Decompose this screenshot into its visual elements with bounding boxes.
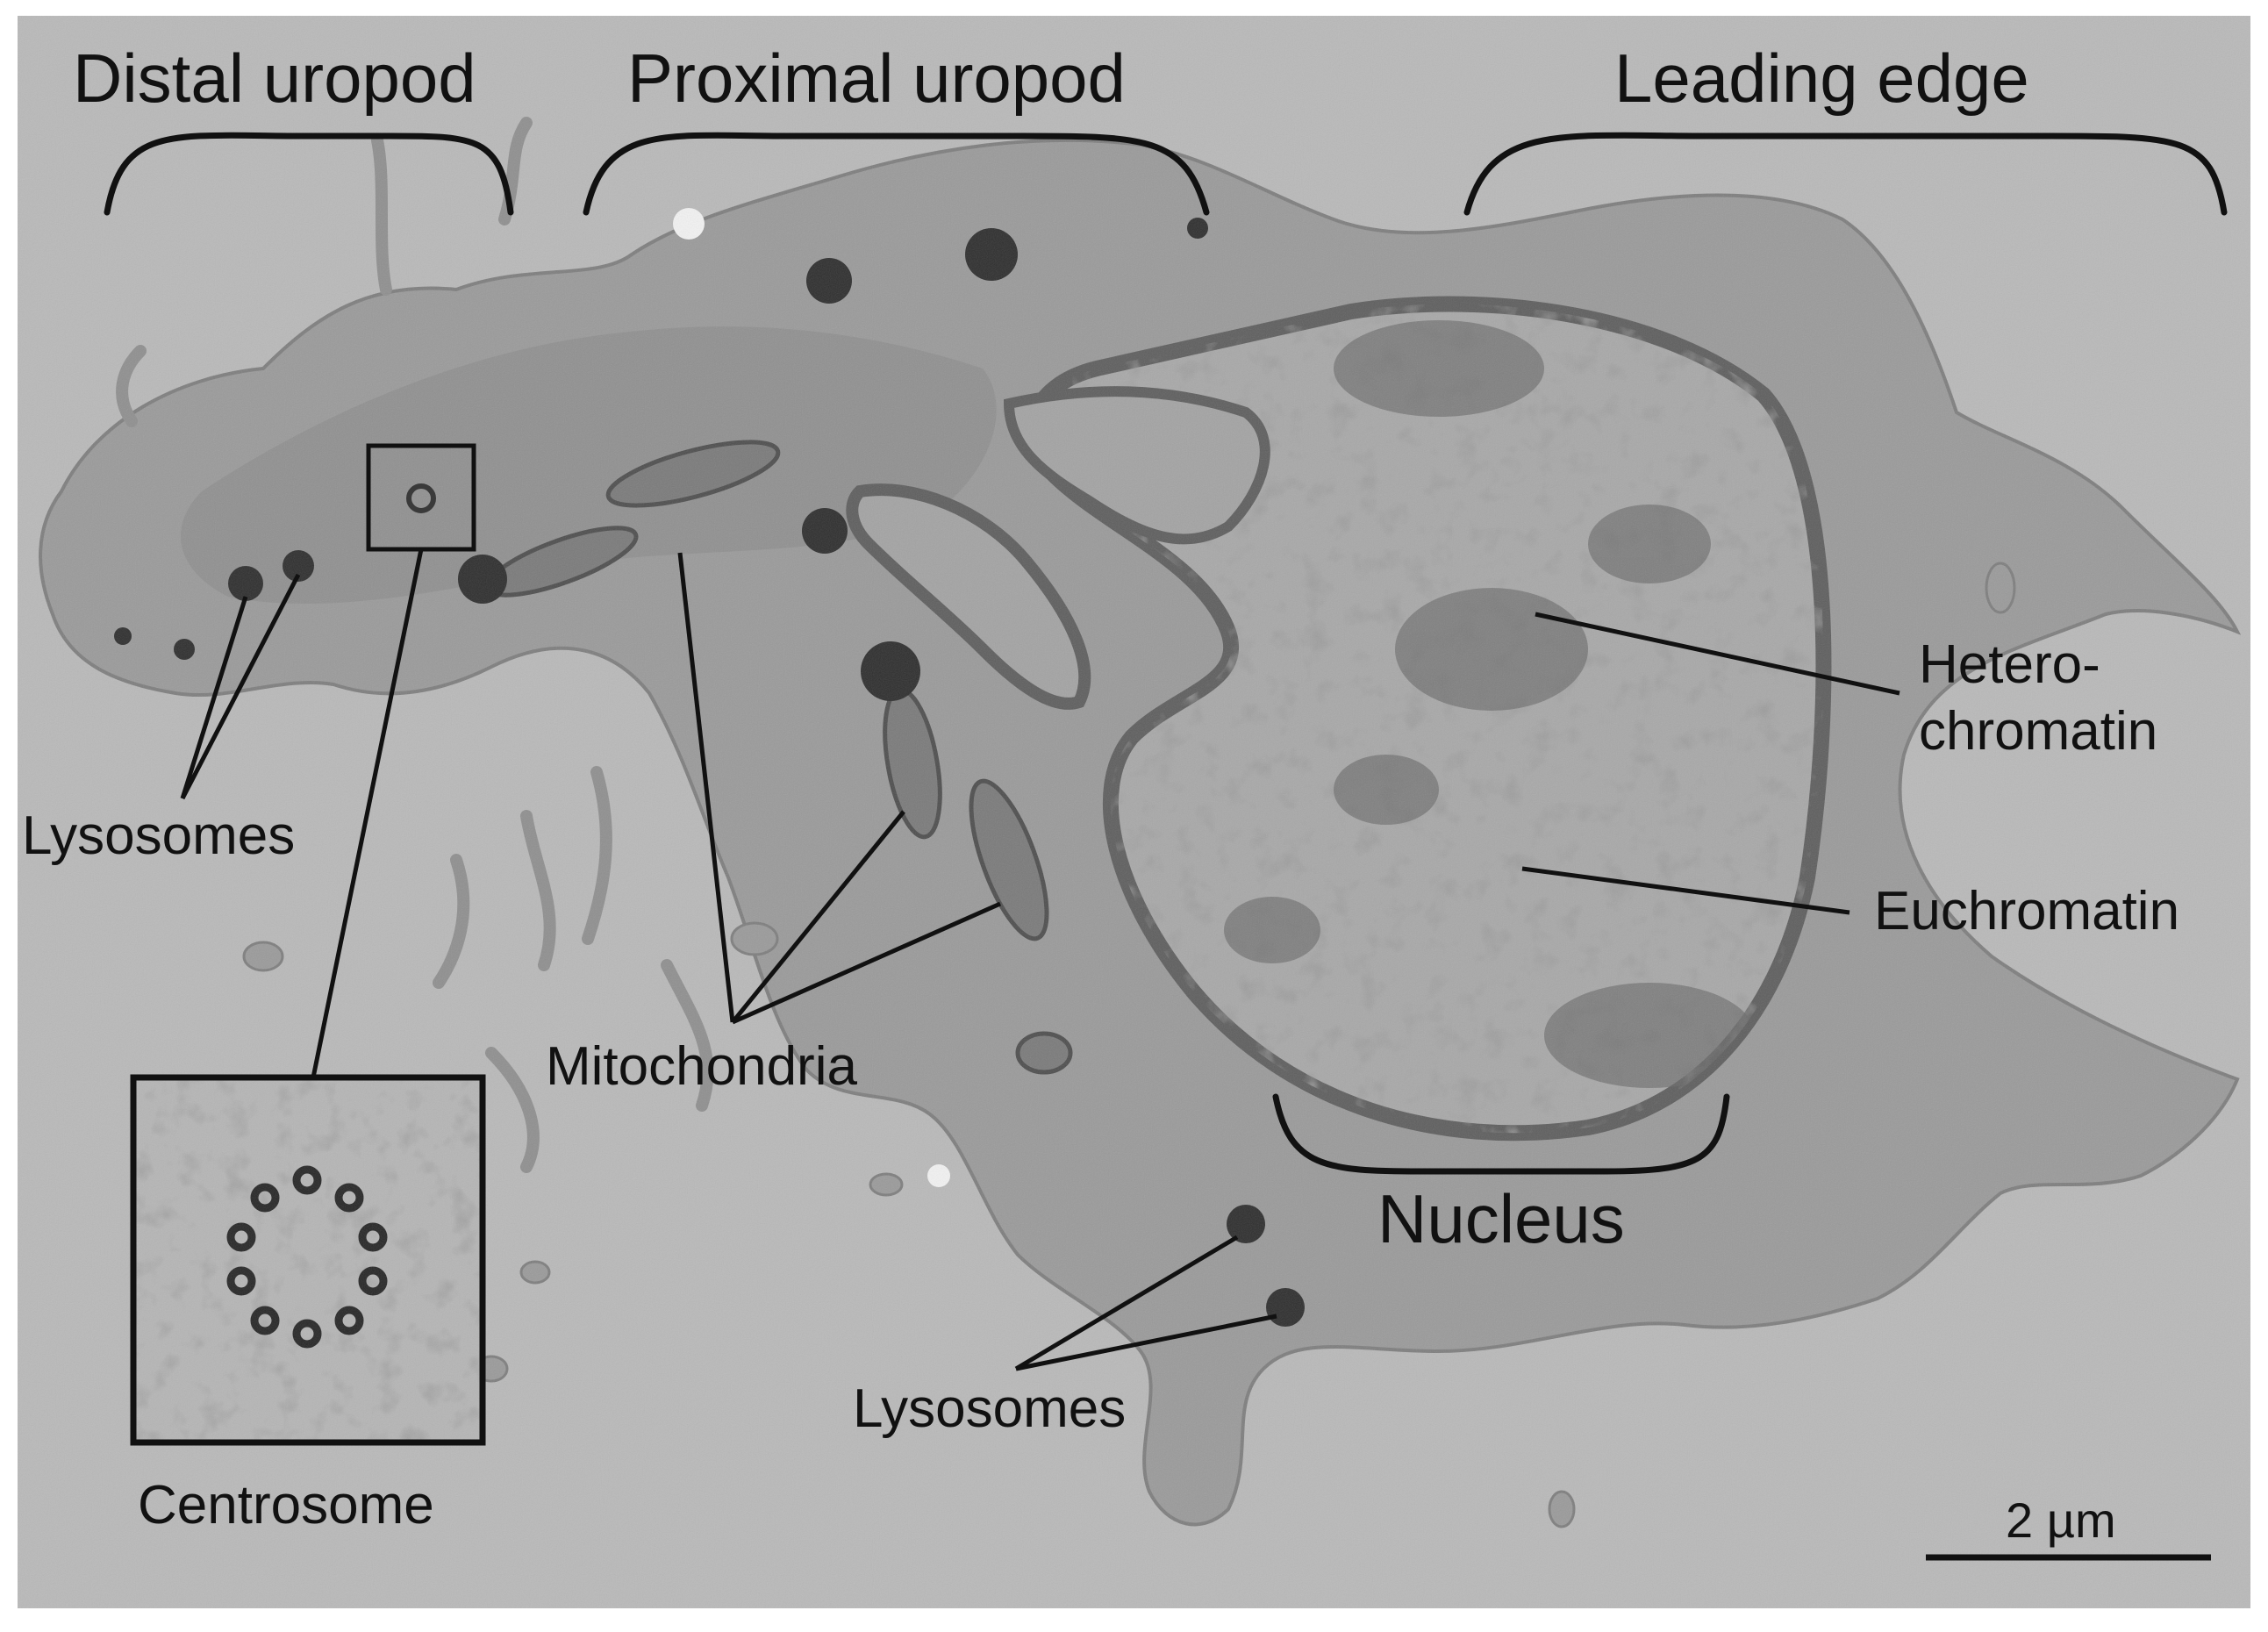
centrosome-inset [130,1074,486,1446]
region-brackets [104,132,2228,1175]
label-proximal-uropod: Proximal uropod [627,39,1126,117]
leader-lines [180,552,1900,1371]
label-leading-edge: Leading edge [1614,39,2029,117]
bracket-leading-edge [1463,132,2228,216]
label-euchromatin: Euchromatin [1874,881,2180,941]
label-nucleus: Nucleus [1377,1180,1625,1257]
label-mitochondria: Mitochondria [546,1036,857,1097]
label-lysosomes-bottom: Lysosomes [853,1378,1127,1439]
bracket-nucleus [1272,1093,1730,1175]
label-centrosome: Centrosome [138,1475,434,1535]
bracket-distal-uropod [104,132,514,216]
label-lysosomes-left: Lysosomes [22,805,296,866]
label-heterochromatin-line2: chromatin [1919,701,2158,762]
bracket-proximal-uropod [583,132,1210,216]
label-heterochromatin: Hetero- chromatin [1919,632,2157,766]
centrosome-leader [311,548,424,1078]
label-distal-uropod: Distal uropod [73,39,476,117]
label-scale-bar: 2 µm [2006,1492,2116,1548]
label-heterochromatin-line1: Hetero- [1919,634,2100,695]
